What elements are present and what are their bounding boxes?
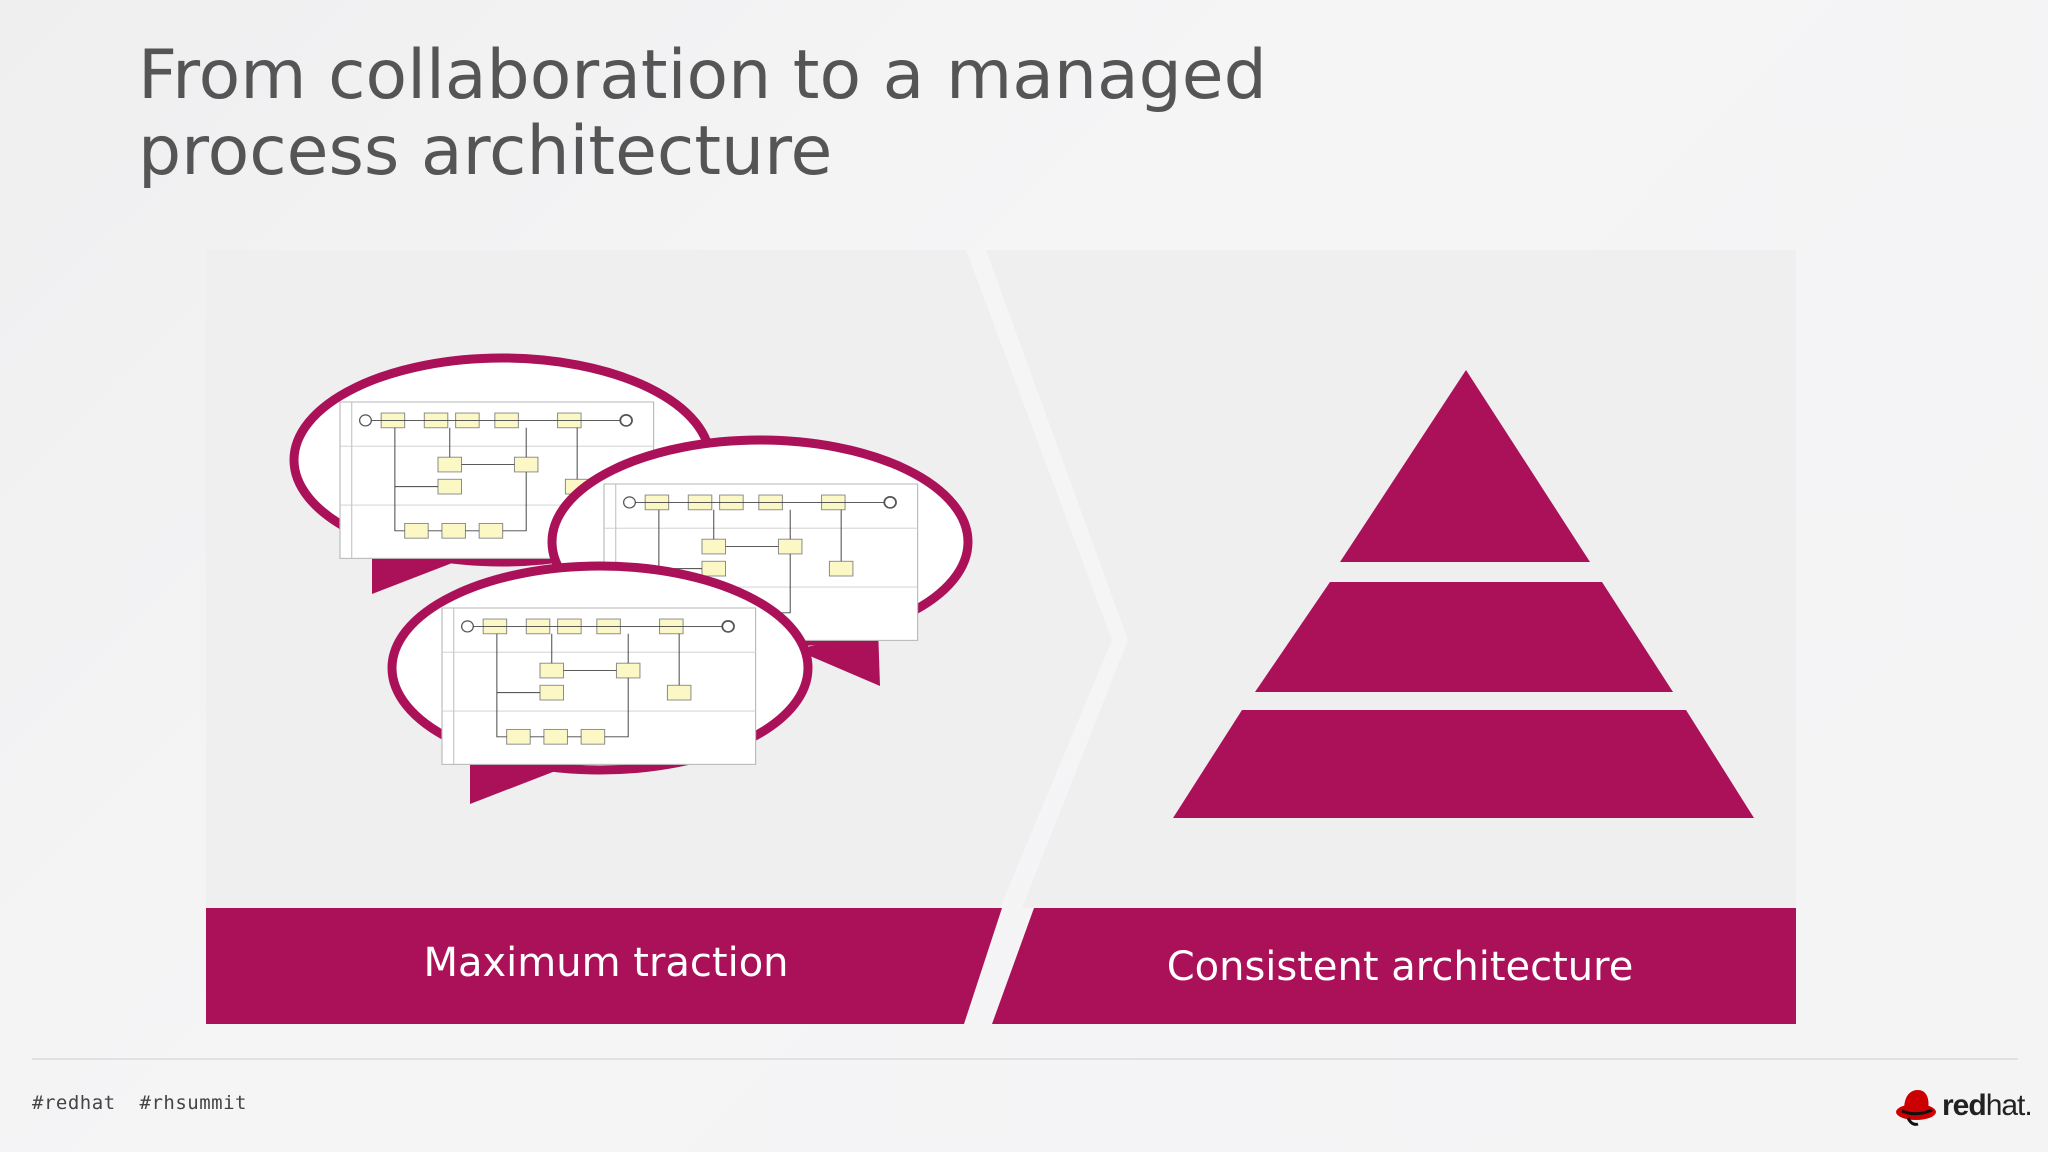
- pyramid-tier-middle: [1255, 582, 1673, 692]
- pyramid-tier-bottom: [1173, 710, 1754, 818]
- right-band: [992, 908, 1796, 1024]
- title-line-2: process architecture: [138, 112, 833, 191]
- right-band-label: Consistent architecture: [1166, 944, 1634, 990]
- logo-wordmark: redhat.: [1942, 1089, 2033, 1122]
- left-band-label: Maximum traction: [423, 940, 789, 986]
- shadowman-icon: [1896, 1090, 1936, 1126]
- slide-title: From collaboration to a managed process …: [138, 38, 1538, 190]
- title-line-1: From collaboration to a managed: [138, 36, 1267, 115]
- footer-hashtags: #redhat #rhsummit: [32, 1092, 259, 1114]
- speech-bubble-3: [387, 561, 813, 804]
- left-band: [206, 908, 1002, 1024]
- hashtag-redhat: #redhat: [32, 1092, 116, 1114]
- hashtag-rhsummit: #rhsummit: [139, 1092, 247, 1114]
- redhat-logo: redhat.: [1894, 1084, 2033, 1128]
- pyramid-tier-top: [1340, 370, 1590, 562]
- pyramid: [1173, 370, 1754, 818]
- footer-divider: [32, 1058, 2018, 1060]
